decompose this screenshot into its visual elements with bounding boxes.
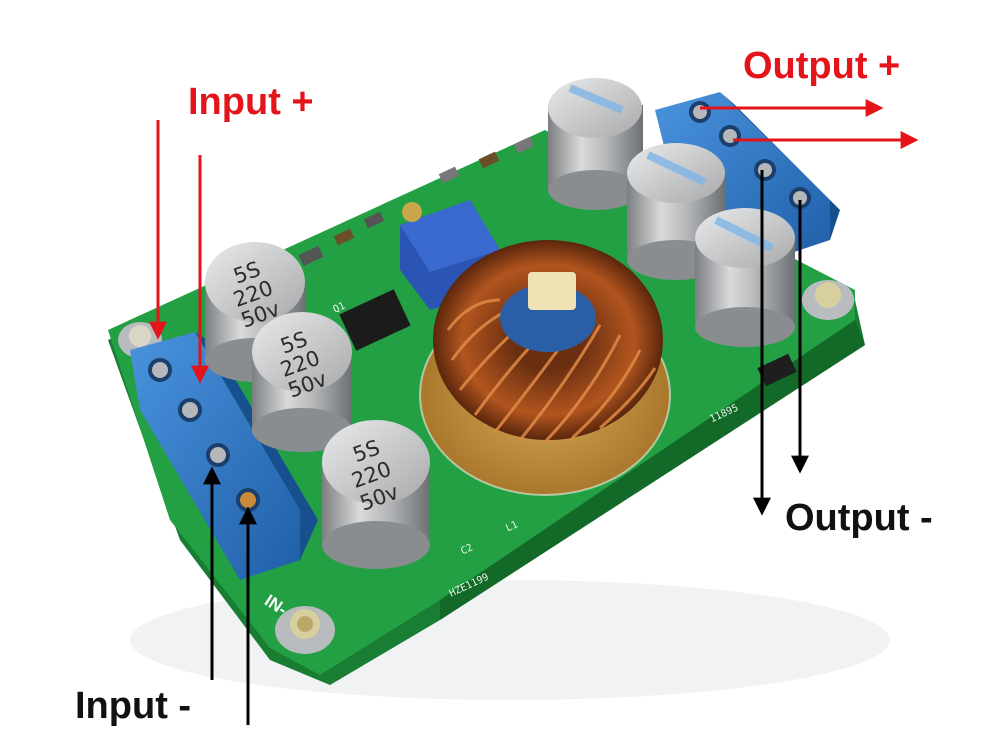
ic-chip (339, 289, 411, 351)
label-input-plus: Input + (188, 81, 314, 123)
input-minus-arrows (203, 466, 257, 725)
output-minus-arrows (753, 170, 809, 516)
label-output-minus: Output - (785, 497, 933, 539)
output-terminal-screw-2 (719, 125, 741, 147)
mounting-screw-bottom-left (275, 606, 335, 654)
inductor-core-insert (528, 272, 576, 310)
output-plus-arrows (700, 99, 919, 149)
silkscreen-q1: Q1 (331, 301, 347, 316)
input-terminal-block (130, 332, 318, 580)
silkscreen-l1: L1 (504, 519, 520, 534)
label-output-plus: Output + (743, 45, 900, 87)
terminal-screw-1 (148, 358, 172, 382)
capacitor-6 (695, 208, 795, 347)
output-terminal-screw-4 (789, 187, 811, 209)
output-terminal-block (655, 92, 840, 260)
label-input-minus: Input - (75, 685, 191, 727)
toroid-inductor (419, 240, 671, 496)
terminal-screw-2 (178, 398, 202, 422)
smd-components (298, 136, 797, 387)
terminal-screw-4 (236, 488, 260, 512)
mounting-screw-right (802, 280, 854, 320)
capacitor-5 (627, 143, 725, 280)
input-plus-arrows (149, 120, 209, 384)
capacitor-2: 5S 220 50v (252, 312, 352, 452)
silkscreen-c2: C2 (459, 542, 475, 557)
output-terminal-screw-1 (689, 101, 711, 123)
capacitor-3: 5S 220 50v (322, 420, 430, 569)
output-terminal-screw-3 (754, 159, 776, 181)
terminal-screw-3 (206, 443, 230, 467)
